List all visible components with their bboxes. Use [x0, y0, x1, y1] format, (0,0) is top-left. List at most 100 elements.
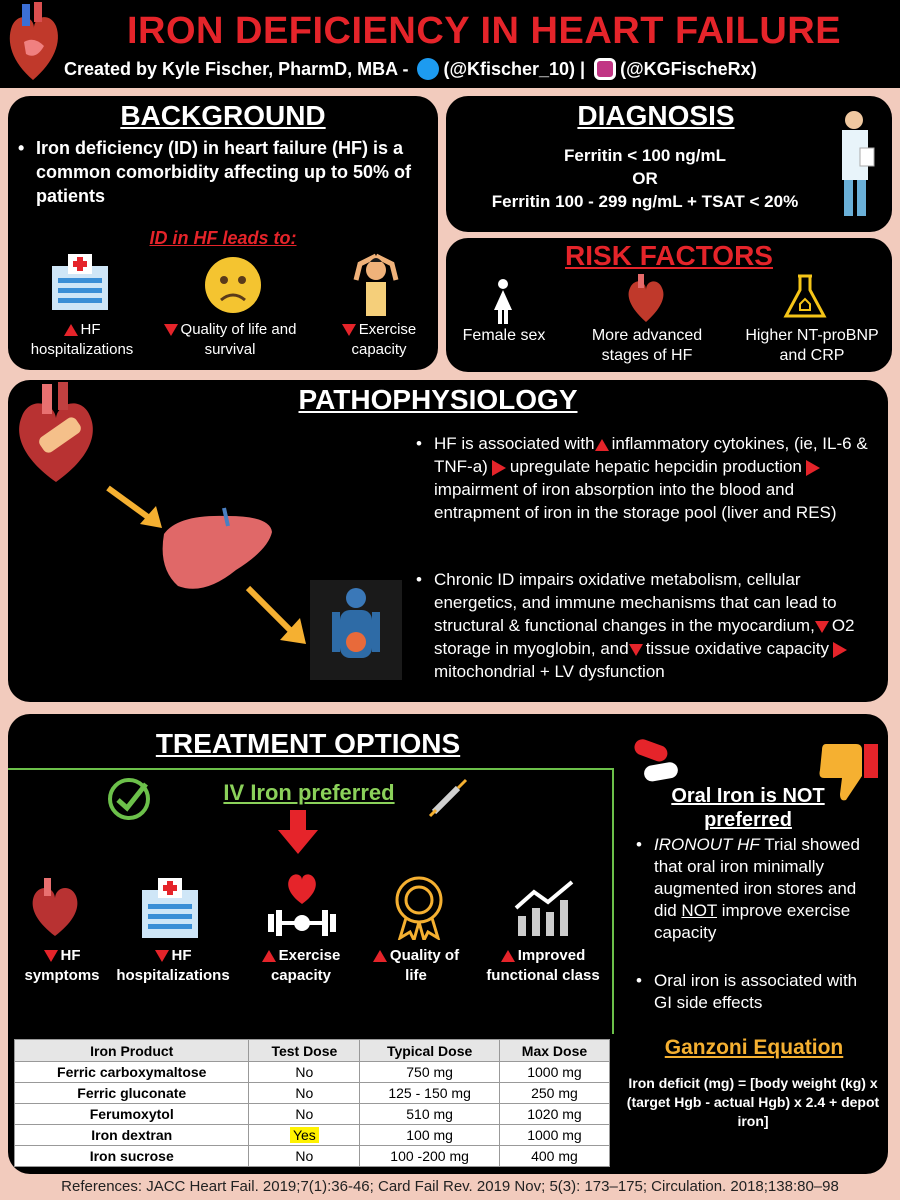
table-cell: 1000 mg — [498, 1061, 611, 1083]
heart-icon — [32, 878, 78, 936]
instagram-handle[interactable]: (@KGFischeRx) — [620, 58, 757, 79]
human-body-icon — [310, 580, 402, 680]
table-cell: 250 mg — [498, 1082, 611, 1104]
table-cell: 1000 mg — [498, 1124, 611, 1146]
right-arrow-icon — [805, 459, 820, 476]
decrease-arrow-icon — [163, 324, 178, 337]
oral-iron-title: Oral Iron is NOT preferred — [671, 785, 825, 831]
check-circle-icon — [108, 778, 150, 820]
column-header: Typical Dose — [359, 1039, 500, 1062]
table-cell: No — [248, 1061, 361, 1083]
author-credit: Created by Kyle Fischer, PharmD, MBA - — [64, 58, 409, 79]
hospital-icon — [142, 878, 198, 938]
risk-factors-panel: RISK FACTORS Female sex More advanced st… — [446, 238, 892, 372]
column-header: Max Dose — [498, 1039, 611, 1062]
ganzoni-equation: Iron deficit (mg) = [body weight (kg) x … — [626, 1075, 880, 1129]
instagram-icon — [594, 58, 617, 81]
header-bar: IRON DEFICIENCY IN HEART FAILURE Created… — [0, 0, 900, 88]
column-header: Iron Product — [13, 1039, 250, 1062]
benefit-hf-symptoms: HF symptoms — [24, 947, 100, 984]
table-row: Ferric carboxymaltose No 750 mg 1000 mg — [13, 1061, 611, 1083]
benefit-exercise-capacity: Exercise capacity — [246, 946, 356, 986]
right-arrow-icon — [491, 459, 506, 476]
lab-flask-icon — [783, 274, 827, 318]
table-cell: No — [248, 1103, 361, 1125]
table-cell: No — [248, 1145, 361, 1167]
female-icon — [494, 279, 512, 324]
increase-arrow-icon — [372, 950, 387, 963]
decrease-arrow-icon — [628, 643, 643, 656]
iv-iron-box: IV Iron preferred HF symptoms — [8, 768, 614, 1034]
diagnosis-panel: DIAGNOSIS Ferritin < 100 ng/mL OR Ferrit… — [446, 96, 892, 232]
oral-iron-bullet-2: •Oral iron is associated with GI side ef… — [636, 971, 858, 1012]
heart-icon — [628, 274, 664, 322]
syringe-icon — [428, 778, 468, 818]
award-badge-icon — [395, 876, 443, 940]
twitter-icon — [417, 58, 440, 81]
right-arrow-icon — [833, 641, 848, 658]
big-down-arrow-icon — [278, 810, 318, 854]
leads-to-heading: ID in HF leads to: — [149, 228, 297, 248]
liver-icon — [162, 507, 272, 589]
page-title: IRON DEFICIENCY IN HEART FAILURE — [126, 10, 842, 52]
thumbs-down-icon — [819, 744, 878, 801]
background-bullet: •Iron deficiency (ID) in heart failure (… — [18, 138, 412, 206]
oral-iron-bullet-1: • IRONOUT HF Trial showed that oral iron… — [636, 835, 860, 942]
increase-arrow-icon — [594, 438, 609, 451]
exercise-heart-icon — [268, 874, 336, 936]
sad-face-icon — [205, 257, 261, 313]
table-row: Iron dextran Yes 100 mg 1000 mg — [13, 1124, 611, 1146]
table-cell: Ferric carboxymaltose — [13, 1061, 250, 1083]
benefit-functional-class: Improved functional class — [486, 947, 600, 984]
risk-female-sex: Female sex — [462, 327, 546, 344]
risk-factors-title: RISK FACTORS — [565, 240, 773, 271]
decrease-arrow-icon — [341, 324, 356, 337]
table-cell: 750 mg — [359, 1061, 500, 1083]
iv-iron-title: IV Iron preferred — [223, 780, 395, 805]
effect-quality-of-life: Quality of life and survival — [156, 320, 304, 360]
byline: Created by Kyle Fischer, PharmD, MBA - (… — [64, 58, 894, 81]
diagnosis-criteria: Ferritin < 100 ng/mL OR Ferritin 100 - 2… — [460, 144, 830, 213]
table-cell: 100 mg — [359, 1124, 500, 1146]
table-cell: Iron sucrose — [13, 1145, 250, 1167]
effect-exercise-capacity: Exercise capacity — [324, 320, 434, 360]
table-cell: 125 - 150 mg — [359, 1082, 500, 1104]
table-cell: No — [248, 1082, 361, 1104]
table-cell: 400 mg — [498, 1145, 611, 1167]
tired-person-icon — [353, 253, 399, 316]
ganzoni-title: Ganzoni Equation — [664, 1036, 844, 1059]
benefit-hf-hospitalizations: HF hospitalizations — [116, 947, 230, 984]
increase-arrow-icon — [261, 950, 276, 963]
diagnosis-line-3: Ferritin 100 - 299 ng/mL + TSAT < 20% — [491, 192, 799, 211]
table-cell: Ferric gluconate — [13, 1082, 250, 1104]
increase-arrow-icon — [500, 950, 515, 963]
references: References: JACC Heart Fail. 2019;7(1):3… — [61, 1178, 839, 1195]
highlighted-value: Yes — [289, 1127, 319, 1143]
table-row: Iron sucrose No 100 -200 mg 400 mg — [13, 1145, 611, 1167]
table-cell: Iron dextran — [13, 1124, 250, 1146]
twitter-handle[interactable]: (@Kfischer_10) | — [443, 58, 586, 79]
background-title: BACKGROUND — [120, 100, 326, 131]
diagnosis-line-1: Ferritin < 100 ng/mL — [563, 146, 726, 165]
hospital-icon — [52, 254, 108, 310]
table-cell: Yes — [248, 1124, 361, 1146]
risk-advanced-hf: More advanced stages of HF — [591, 327, 703, 364]
table-row: Ferric gluconate No 125 - 150 mg 250 mg — [13, 1082, 611, 1104]
decrease-arrow-icon — [154, 950, 169, 963]
benefit-quality-of-life: Quality of life — [368, 946, 464, 986]
table-cell: Ferumoxytol — [13, 1103, 250, 1125]
table-cell: 1020 mg — [498, 1103, 611, 1125]
decrease-arrow-icon — [43, 950, 58, 963]
table-cell: 100 -200 mg — [359, 1145, 500, 1167]
patho-bullet-2: • Chronic ID impairs oxidative metabolis… — [416, 570, 855, 681]
diagnosis-title: DIAGNOSIS — [577, 100, 735, 131]
decrease-arrow-icon — [814, 620, 829, 633]
arrow-down-right-icon — [245, 585, 306, 644]
table-header-row: Iron Product Test Dose Typical Dose Max … — [13, 1039, 611, 1062]
heart-anatomy-icon — [9, 2, 58, 80]
diagnosis-line-2: OR — [632, 169, 658, 188]
increase-arrow-icon — [63, 324, 78, 337]
effect-hf-hospitalizations: HF hospitalizations — [30, 321, 134, 358]
table-row: Ferumoxytol No 510 mg 1020 mg — [13, 1103, 611, 1125]
